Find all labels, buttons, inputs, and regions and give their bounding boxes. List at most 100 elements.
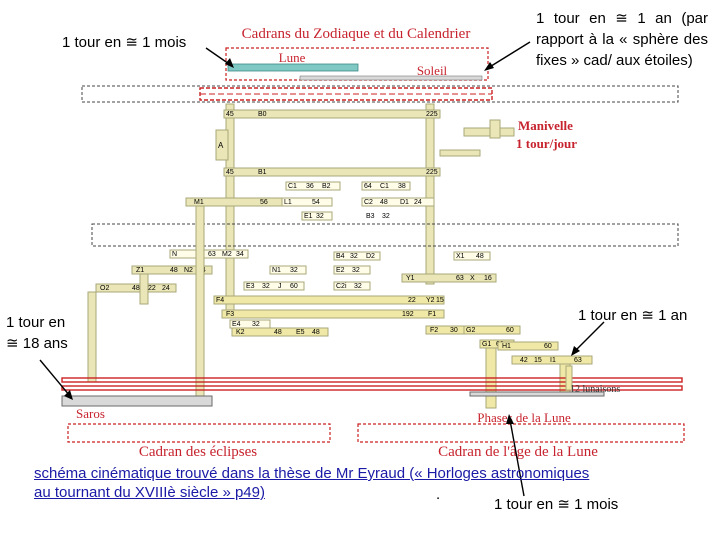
gear-label: L1 <box>284 199 292 206</box>
soleil-shaft <box>299 75 483 81</box>
manivelle-label: Manivelle <box>518 118 573 133</box>
lune-label: Lune <box>279 50 306 65</box>
lunaisons-label: 12 lunaisons <box>570 384 620 395</box>
gear-label: N2 <box>184 267 193 274</box>
lunaison-bar <box>469 391 605 397</box>
gear-label: X1 <box>456 253 465 260</box>
gear-label: 22 <box>408 297 416 304</box>
arrow-bottom-right <box>509 419 525 497</box>
gear-label: 38 <box>398 183 406 190</box>
gear-label: F4 <box>216 297 224 304</box>
shaft-saros <box>195 205 205 407</box>
frame-middle <box>91 223 679 247</box>
gear-label: A <box>218 141 224 150</box>
gear-label: D1 <box>400 199 409 206</box>
gear-b1 <box>223 167 441 177</box>
gear-label: 45 <box>226 111 234 118</box>
gear-label: 15 <box>534 357 542 364</box>
gear-n <box>169 249 249 259</box>
gear-label: 48 <box>170 267 178 274</box>
gear-label: B0 <box>258 111 267 118</box>
gear-label: F1 <box>428 311 436 318</box>
annotation-top-right: 1 tour en ≅ 1 an (par rapport à la « sph… <box>536 10 708 69</box>
gear-label: Y1 <box>406 275 415 282</box>
gear-label: 54 <box>312 199 320 206</box>
gear-label: X <box>470 275 475 282</box>
manivelle-rate: 1 tour/jour <box>516 136 577 151</box>
gear-label: 48 <box>476 253 484 260</box>
gear-c1 <box>285 181 341 191</box>
arrow-right <box>573 321 605 353</box>
gear-label: B4 <box>336 253 345 260</box>
gear-label: 22 <box>148 285 156 292</box>
gear-label: B3 <box>366 213 375 220</box>
saros-bar <box>61 395 213 407</box>
gear-label: 192 <box>402 311 414 318</box>
gear-label: 32 <box>350 253 358 260</box>
arrow-left <box>39 359 71 397</box>
arrow-top-right <box>487 41 531 69</box>
gear-label: E3 <box>246 283 255 290</box>
gear-label: D2 <box>366 253 375 260</box>
annotation-left: 1 tour en ≅ 18 ans <box>6 314 68 352</box>
gear-label: 60 <box>290 283 298 290</box>
gear-label: H1 <box>502 343 511 350</box>
eclipse-dial-box <box>67 423 331 443</box>
gear-label: 48 <box>312 329 320 336</box>
gear-label: 32 <box>290 267 298 274</box>
gear-label: 48 <box>132 285 140 292</box>
bottom-bar-lower <box>61 385 683 391</box>
gear-label: 32 <box>252 321 260 328</box>
gear-label: N1 <box>272 267 281 274</box>
age-dial-label: Cadran de l'âge de la Lune <box>438 444 598 460</box>
gear-label: N <box>172 251 177 258</box>
gear-label: 60 <box>544 343 552 350</box>
gear-label: E4 <box>232 321 241 328</box>
gear-label: G1 <box>482 341 491 348</box>
gear-label: G2 <box>466 327 475 334</box>
gear-label: C1 <box>380 183 389 190</box>
source-caption-link[interactable]: schéma cinématique trouvé dans la thèse … <box>34 465 590 501</box>
gear-label: 36 <box>306 183 314 190</box>
gear-label: 63 <box>208 251 216 258</box>
gear-label: K2 <box>236 329 245 336</box>
gear-label: 32 <box>316 213 324 220</box>
gear-label: 24 <box>162 285 170 292</box>
gear-label: 48 <box>274 329 282 336</box>
gear-label: C2 <box>364 199 373 206</box>
gear-label: 34 <box>236 251 244 258</box>
gear-label: Y2 <box>426 297 435 304</box>
gear-label: O2 <box>100 285 109 292</box>
annotation-bottom-right: 1 tour en ≅ 1 mois <box>494 496 619 513</box>
gear-label: E2 <box>336 267 345 274</box>
gear-label: 15 <box>436 297 444 304</box>
gear-label: 64 <box>364 183 372 190</box>
gear-label: 32 <box>354 283 362 290</box>
age-dial-box <box>357 423 685 443</box>
saros-label: Saros <box>76 406 105 421</box>
gear-label: Z1 <box>136 267 144 274</box>
gear-label: 32 <box>262 283 270 290</box>
gear-y1 <box>401 273 497 283</box>
gear-label: 60 <box>506 327 514 334</box>
gear-label: 42 <box>520 357 528 364</box>
gear-o2 <box>95 283 177 293</box>
gear-label: M1 <box>194 199 204 206</box>
gear-label: 30 <box>450 327 458 334</box>
shaft-b <box>425 103 435 285</box>
gear-z1 <box>131 265 213 275</box>
gear-label: E5 <box>296 329 305 336</box>
gear-h1 <box>497 341 559 351</box>
manivelle-crank <box>463 127 515 137</box>
gear-label: 225 <box>426 111 438 118</box>
gear-label: J <box>278 283 282 290</box>
gear-label: 225 <box>426 169 438 176</box>
gear-label: F3 <box>226 311 234 318</box>
gear-label: 45 <box>226 169 234 176</box>
gear-label: M2 <box>222 251 232 258</box>
gear-label: 56 <box>260 199 268 206</box>
gear-label: B1 <box>258 169 267 176</box>
bottom-bar-upper <box>61 377 683 383</box>
gear-label: 32 <box>352 267 360 274</box>
soleil-label: Soleil <box>417 63 448 78</box>
